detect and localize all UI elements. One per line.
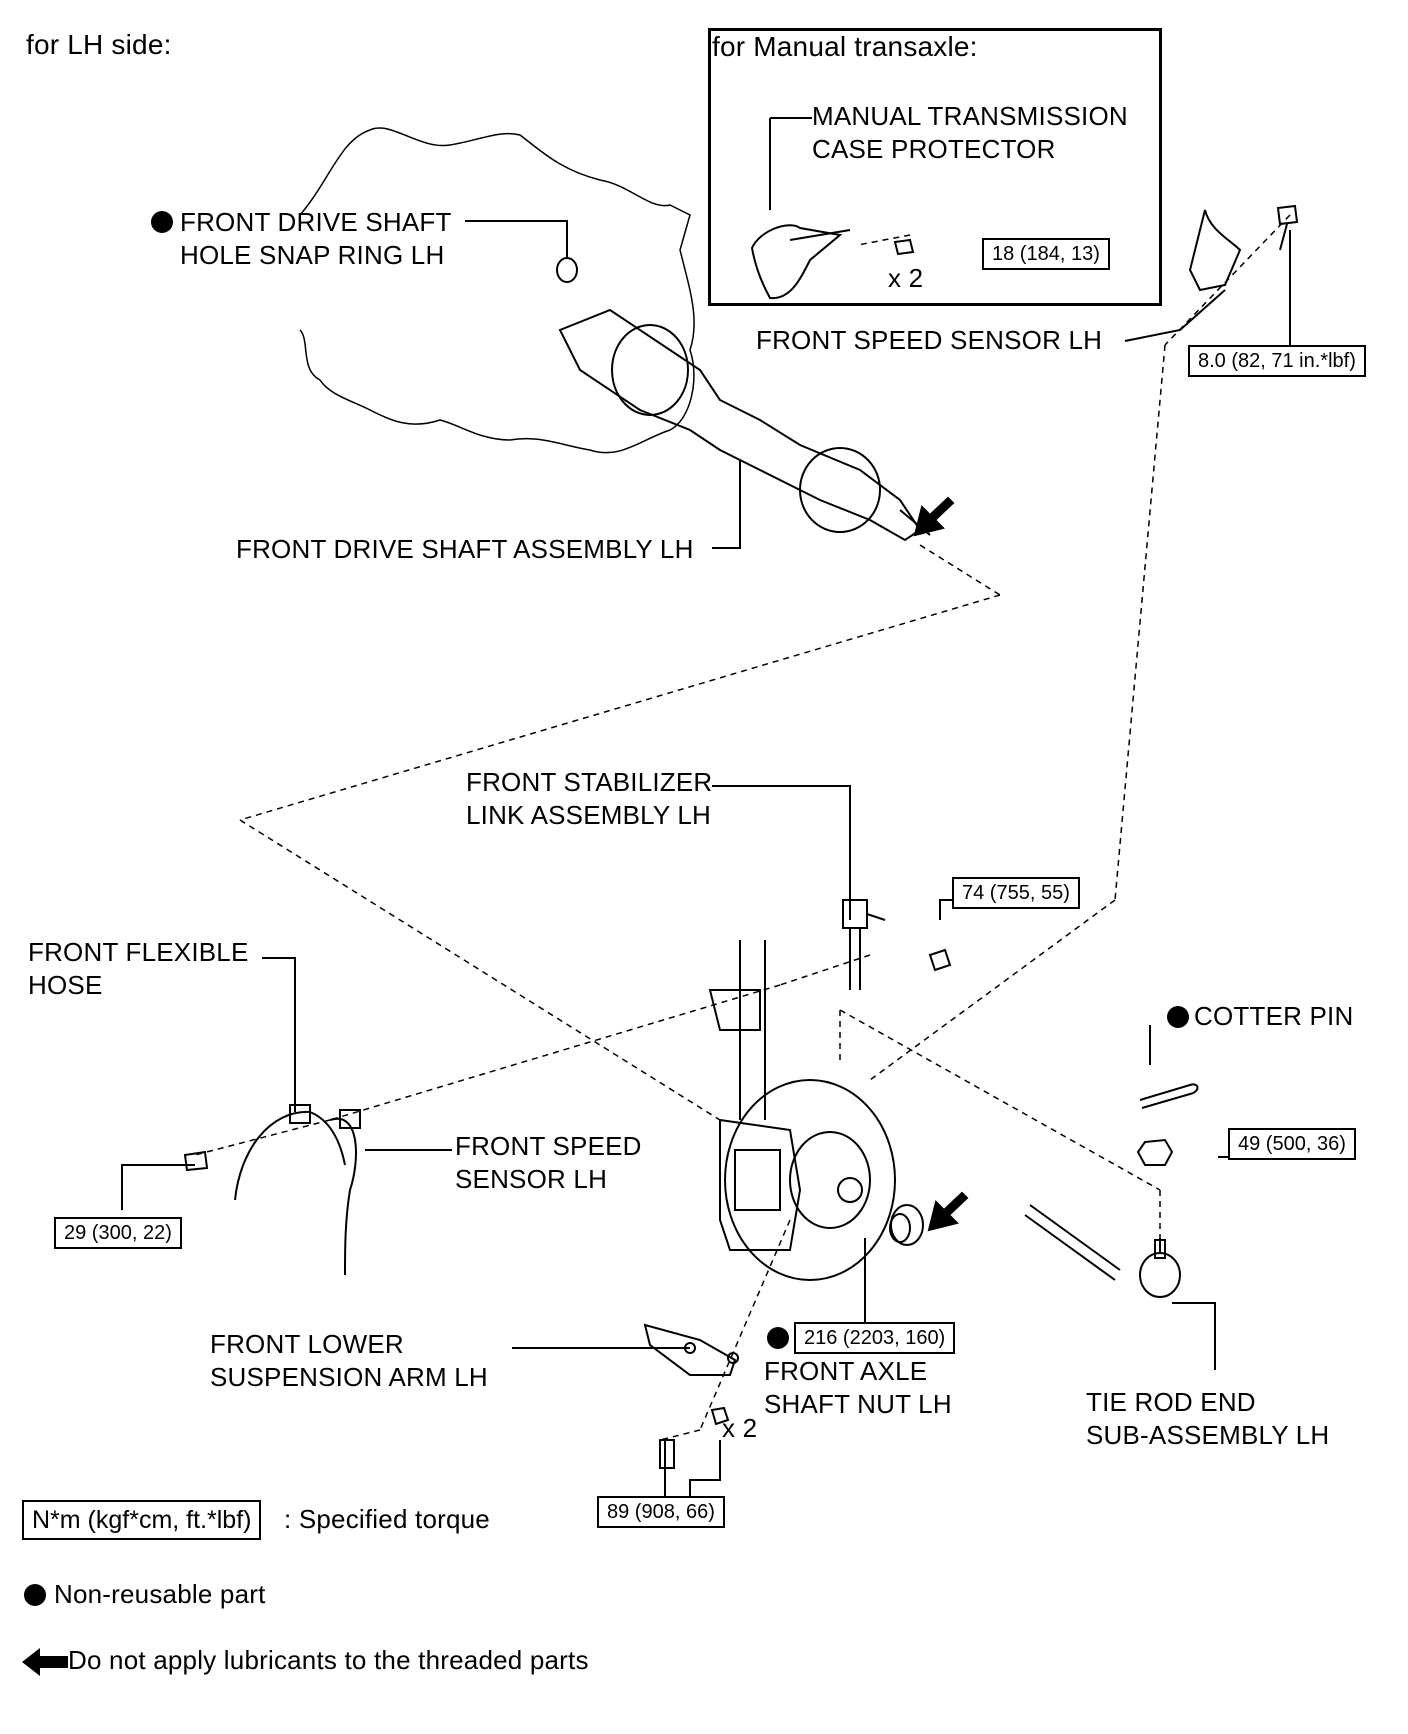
stabilizer-torque: 74 (755, 55) <box>952 877 1080 909</box>
stabilizer-link-drawing <box>842 899 952 990</box>
no-lube-arrow-lower <box>927 1191 969 1232</box>
side-label: for LH side: <box>26 29 172 60</box>
speed-sensor-upper-label: FRONT SPEED SENSOR LH <box>756 325 1103 355</box>
axle-nut-drawing <box>889 1204 924 1246</box>
case-protector-drawing <box>750 117 915 300</box>
stabilizer-link-label: FRONT STABILIZER LINK ASSEMBLY LH <box>466 767 713 830</box>
tie-rod-nut-torque: 49 (500, 36) <box>1228 1128 1356 1160</box>
transaxle-outline <box>299 127 695 454</box>
lower-arm-torque: 89 (908, 66) <box>597 1496 725 1528</box>
hose-bolt-torque: 29 (300, 22) <box>54 1217 182 1249</box>
knuckle-brake-drawing <box>719 1079 896 1281</box>
strut-drawing <box>708 940 766 1120</box>
tie-rod-label: TIE ROD END SUB-ASSEMBLY LH <box>1086 1387 1330 1450</box>
case-protector-torque: 18 (184, 13) <box>982 238 1110 270</box>
case-protector-quantity: x 2 <box>888 263 924 293</box>
manual-transaxle-inset <box>708 28 1162 306</box>
cotter-pin-drawing <box>1139 1083 1199 1109</box>
inset-title: for Manual transaxle: <box>712 31 978 62</box>
legend-arrow-icon <box>22 1648 68 1676</box>
speed-sensor-lower-label: FRONT SPEED SENSOR LH <box>455 1131 642 1194</box>
speed-sensor-torque: 8.0 (82, 71 in.*lbf) <box>1188 345 1366 377</box>
axle-nut-label: FRONT AXLE SHAFT NUT LH <box>764 1356 952 1419</box>
snap-ring <box>556 257 578 283</box>
legend-no-lube-text: Do not apply lubricants to the threaded … <box>68 1645 589 1675</box>
case-protector-label: MANUAL TRANSMISSION CASE PROTECTOR <box>812 101 1128 164</box>
no-lube-arrow-upper <box>913 496 955 537</box>
snap-ring-label: FRONT DRIVE SHAFT HOLE SNAP RING LH <box>180 207 452 270</box>
legend-non-reusable-dot <box>24 1584 46 1606</box>
lower-arm-drawing <box>643 1323 739 1469</box>
non-reusable-marker-snap-ring <box>151 211 173 233</box>
legend-torque-text: : Specified torque <box>284 1504 490 1534</box>
drive-shaft-label: FRONT DRIVE SHAFT ASSEMBLY LH <box>236 534 694 564</box>
legend-torque-box: N*m (kgf*cm, ft.*lbf) <box>22 1500 262 1540</box>
castle-nut-drawing <box>1136 1138 1174 1166</box>
flexible-hose-label: FRONT FLEXIBLE HOSE <box>28 937 249 1000</box>
legend-non-reusable-text: Non-reusable part <box>54 1579 266 1609</box>
speed-sensor-upper-drawing <box>1188 204 1299 292</box>
cotter-pin-label: COTTER PIN <box>1194 1001 1354 1031</box>
tie-rod-drawing <box>1024 1204 1181 1298</box>
non-reusable-marker-axle-nut <box>767 1327 789 1349</box>
hose-sensor-drawing <box>183 1104 361 1276</box>
axle-nut-torque: 216 (2203, 160) <box>794 1322 956 1354</box>
lower-arm-label: FRONT LOWER SUSPENSION ARM LH <box>210 1329 488 1392</box>
drive-shaft-drawing <box>558 308 931 542</box>
lower-arm-quantity: x 2 <box>722 1413 758 1443</box>
non-reusable-marker-cotter-pin <box>1167 1006 1189 1028</box>
